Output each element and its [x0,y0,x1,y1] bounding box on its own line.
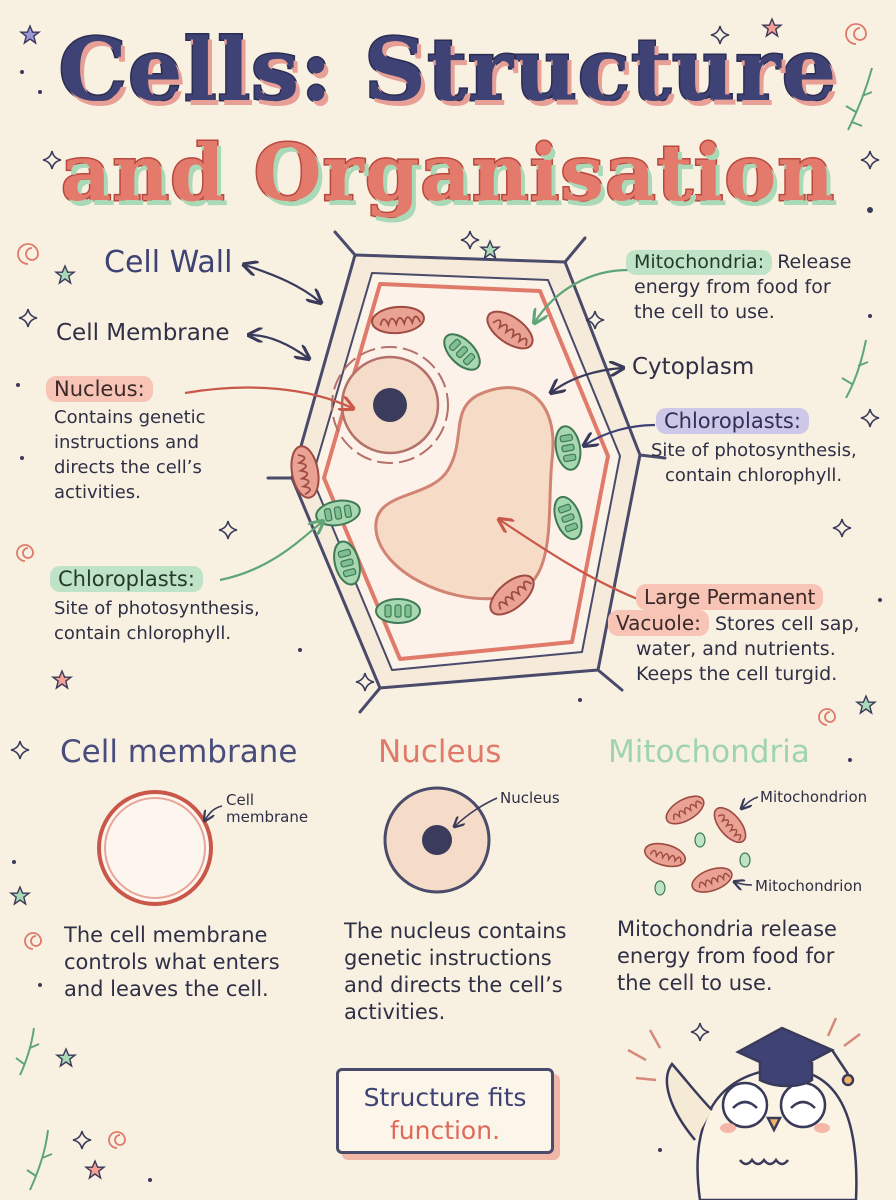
section-text-line: The cell membrane [64,923,268,947]
section-title-mitochondria: Mitochondria [608,734,810,770]
title-line-1: Cells: Structure [57,19,838,123]
title-line-2: and Organisation [59,127,836,221]
nucleus-organelle [331,346,449,464]
mitochondria-name: Mitochondria: [626,250,773,275]
plant-cell-diagram [266,230,667,714]
vacuole-desc-line: water, and nutrients. [636,638,836,660]
label-chloroplasts-left: Chloroplasts: [50,566,203,592]
vacuole-description: water, and nutrients. Keeps the cell tur… [608,637,892,687]
section-text-line: the cell to use. [617,971,773,995]
nucleus-desc-line: Contains genetic [54,407,206,428]
small-label-membrane: Cell membrane [226,792,308,826]
mitochondria-desc-first: Release [777,251,852,273]
label-mitochondria: Mitochondria: Release energy from food f… [626,250,888,325]
motto-line-2: function. [389,1116,501,1145]
section-text-line: and leaves the cell. [64,977,269,1001]
chloroplasts-desc-line: Site of photosynthesis, [651,440,857,461]
vacuole-organelle [374,386,555,601]
mitochondria-desc-line: energy from food for [634,276,831,298]
mitochondria-drawing [641,789,759,898]
vacuole-name-1: Large Permanent [636,584,824,610]
vacuole-desc-first: Stores cell sap, [714,613,860,635]
section-text-line: The nucleus contains [344,919,567,943]
section-text-line: genetic instructions [344,946,552,970]
mitochondria-description: energy from food for the cell to use. [626,275,888,325]
nucleus-name: Nucleus: [46,376,153,402]
chloroplasts-left-name: Chloroplasts: [50,566,203,592]
small-label-mitochondrion-top: Mitochondrion [760,788,868,806]
section-text-line: Mitochondria release [617,917,837,941]
section-text-line: energy from food for [617,944,835,968]
section-title-nucleus: Nucleus [378,734,502,770]
decorations [10,18,882,1191]
vacuole-name-2: Vacuole: [608,610,709,636]
chloroplasts-desc-line: contain chlorophyll. [54,623,232,644]
small-label-line: Cell [226,791,255,809]
membrane-drawing [97,790,223,906]
label-nucleus: Nucleus: [46,376,153,402]
section-text-mitochondria: Mitochondria release energy from food fo… [617,916,837,997]
owl-mascot-icon [627,1017,861,1200]
label-vacuole: Large Permanent Vacuole: Stores cell sap… [608,584,892,687]
motto-box: Structure fits function. [336,1068,554,1154]
nucleus-desc-line: instructions and [54,432,199,453]
section-text-nucleus: The nucleus contains genetic instruction… [344,918,566,1026]
chloroplasts-left-description: Site of photosynthesis, contain chloroph… [54,596,260,646]
label-chloroplasts-right: Chloroplasts: [656,408,809,434]
small-label-mitochondrion-bottom: Mitochondrion [755,877,863,895]
nucleus-drawing [383,786,498,894]
diagram-arrows [184,265,656,602]
label-cytoplasm: Cytoplasm [632,354,755,380]
chloroplasts-desc-line: Site of photosynthesis, [54,598,260,619]
small-label-line: membrane [226,808,309,826]
mitochondria-desc-line: the cell to use. [634,301,775,323]
section-text-line: and directs the cell’s [344,973,563,997]
section-text-line: controls what enters [64,950,280,974]
nucleus-description: Contains genetic instructions and direct… [54,405,206,505]
section-text-membrane: The cell membrane controls what enters a… [64,922,280,1003]
chloroplasts-right-name: Chloroplasts: [656,408,809,434]
section-text-line: activities. [344,1000,446,1024]
label-cell-wall: Cell Wall [104,245,233,280]
section-title-membrane: Cell membrane [60,734,298,770]
chloroplasts-desc-line: contain chlorophyll. [665,465,843,486]
chloroplasts-right-description: Site of photosynthesis, contain chloroph… [651,438,857,488]
label-cell-membrane: Cell Membrane [56,320,230,346]
vacuole-desc-line: Keeps the cell turgid. [636,663,838,685]
nucleus-desc-line: directs the cell’s [54,457,202,478]
small-label-nucleus: Nucleus [500,789,560,807]
motto-line-1: Structure fits [363,1083,527,1112]
nucleus-desc-line: activities. [54,482,141,503]
